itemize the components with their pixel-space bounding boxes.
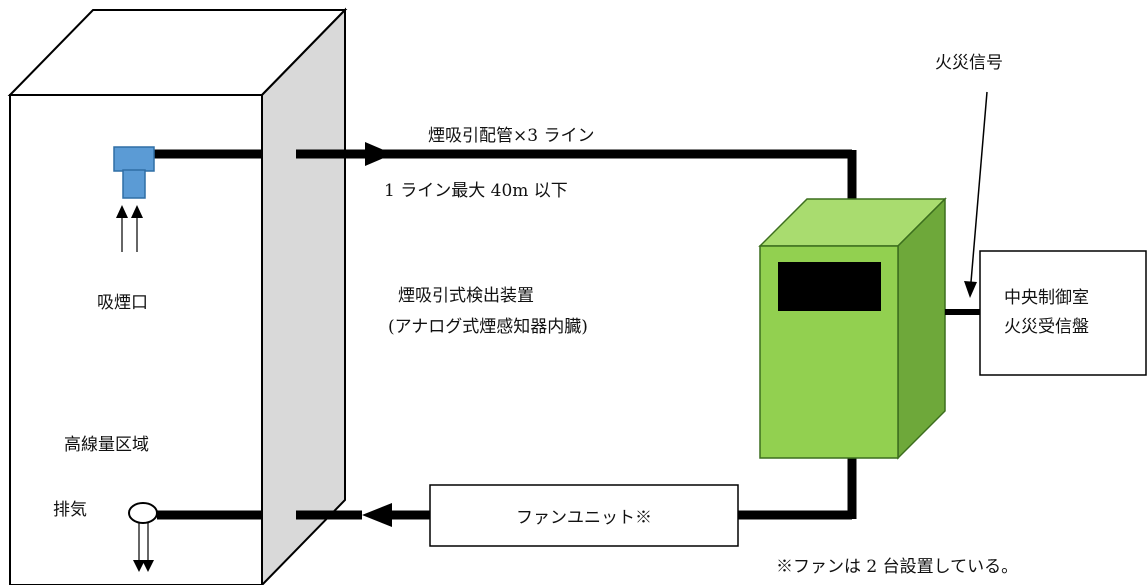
detector-label-line1: 煙吸引式検出装置 bbox=[398, 286, 534, 306]
exhaust-label: 排気 bbox=[53, 500, 87, 520]
control-room-label: 中央制御室 火災受信盤 bbox=[1004, 284, 1089, 342]
high-dose-area-label: 高線量区域 bbox=[64, 435, 149, 455]
fan-unit-box bbox=[429, 484, 739, 547]
intake-airflow-arrows bbox=[116, 205, 143, 252]
building bbox=[7, 7, 348, 585]
intake-nozzle-icon bbox=[113, 146, 155, 199]
control-room-label-line2: 火災受信盤 bbox=[1004, 317, 1089, 337]
control-room-panel-box bbox=[979, 250, 1147, 376]
control-room-label-line1: 中央制御室 bbox=[1004, 288, 1089, 308]
building-front bbox=[9, 94, 263, 585]
smoke-detector-unit bbox=[758, 197, 947, 460]
flow-arrow-to-detector bbox=[365, 142, 393, 166]
fan-note-label: ※ファンは 2 台設置している。 bbox=[776, 557, 1019, 577]
building-wall-side bbox=[261, 7, 346, 585]
pipe-label: 煙吸引配管×3 ライン bbox=[428, 126, 595, 146]
detector-label-line2: (アナログ式煙感知器内臓) bbox=[388, 317, 588, 337]
detector-display-panel bbox=[778, 262, 881, 311]
line-limit-label: 1 ライン最大 40m 以下 bbox=[384, 181, 568, 201]
intake-label: 吸煙口 bbox=[97, 293, 148, 313]
exhaust-pipe bbox=[157, 458, 857, 527]
fan-unit-label: ファンユニット※ bbox=[516, 508, 652, 528]
fire-signal-label: 火災信号 bbox=[935, 53, 1003, 73]
flow-arrow-to-exhaust bbox=[362, 503, 392, 527]
fire-signal-arrow bbox=[964, 91, 988, 298]
exhaust-outlet-icon bbox=[128, 502, 158, 572]
suction-pipe bbox=[148, 142, 857, 203]
